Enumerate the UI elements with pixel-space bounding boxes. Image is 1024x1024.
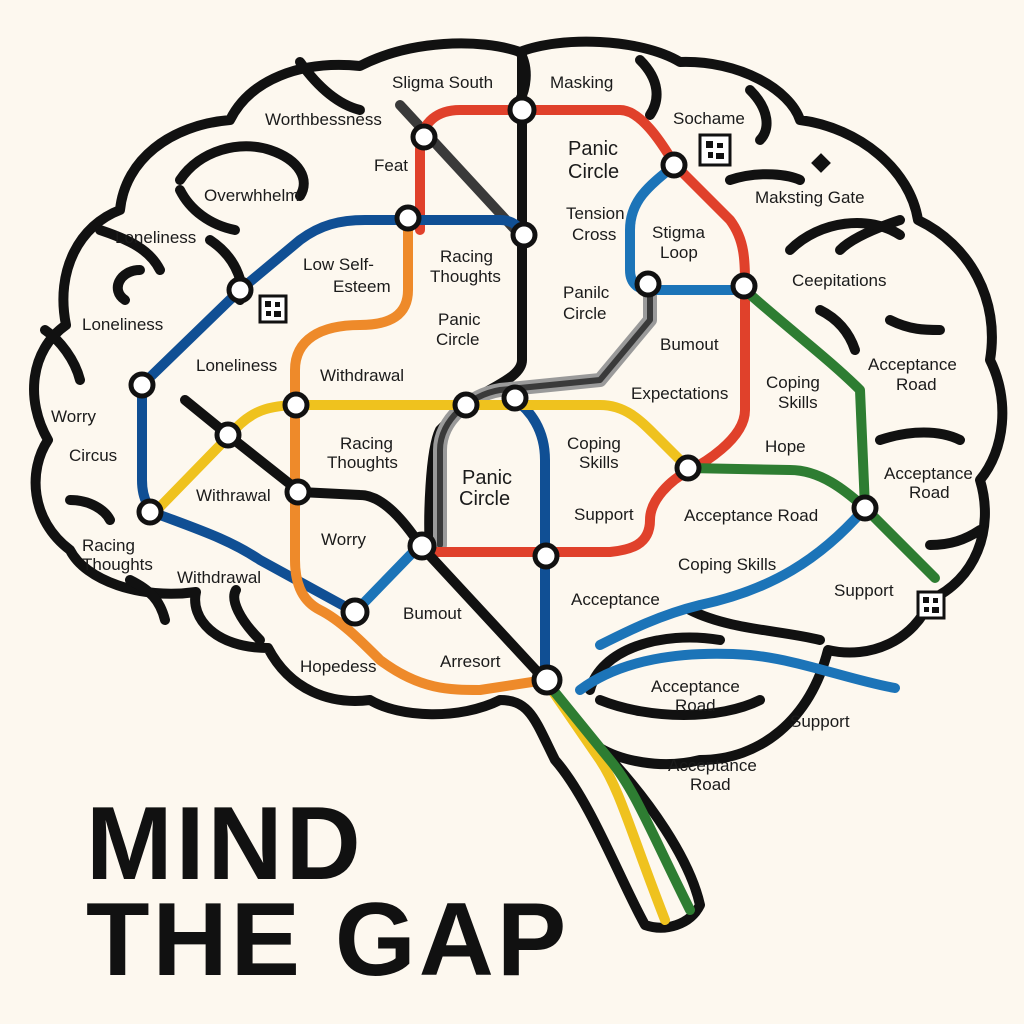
label-stigma-loop-1: Stigma xyxy=(652,223,705,242)
label-sochame: Sochame xyxy=(673,109,745,128)
station xyxy=(674,454,702,482)
label-acceptance-road-4-1: Acceptance xyxy=(651,677,740,696)
label-stigma-loop-2: Loop xyxy=(660,243,698,262)
label-support-1: Support xyxy=(574,505,634,524)
station xyxy=(340,597,370,627)
title-line-2: THE GAP xyxy=(86,882,570,998)
label-panic-circle-center-2: Circle xyxy=(459,488,510,510)
label-loneliness-2: Loneliness xyxy=(82,315,163,334)
label-coping-skills-right-1: Coping xyxy=(766,373,820,392)
station xyxy=(282,391,310,419)
line-lightblue xyxy=(350,503,900,695)
label-coping-skills-center-1: Coping xyxy=(567,434,621,453)
label-masking: Masking xyxy=(550,73,613,92)
station xyxy=(284,478,312,506)
label-low-self-esteem-1: Low Self- xyxy=(303,255,374,274)
label-acceptance-road-5-2: Road xyxy=(690,775,731,794)
label-acceptance-road-1-2: Road xyxy=(896,375,937,394)
label-support-2: Support xyxy=(834,581,894,600)
label-panilc-circle-2: Circle xyxy=(563,304,606,323)
label-racing-thoughts-mid-1: Racing xyxy=(340,434,393,453)
label-acceptance-road-4-2: Road xyxy=(675,696,716,715)
station xyxy=(410,123,438,151)
label-worthbessness: Worthbessness xyxy=(265,110,382,129)
label-maksting-gate: Maksting Gate xyxy=(755,188,865,207)
label-tension-cross-2: Cross xyxy=(572,225,616,244)
station xyxy=(394,204,422,232)
label-panic-circle-center-1: Panic xyxy=(462,467,512,489)
label-ceepitations: Ceepitations xyxy=(792,271,887,290)
label-withdrawal-1: Withdrawal xyxy=(320,366,404,385)
label-tension-cross-1: Tension xyxy=(566,204,625,223)
label-panic-circle-top-2: Circle xyxy=(568,161,619,183)
label-panic-circle-mid-2: Circle xyxy=(436,330,479,349)
label-loneliness-3: Loneliness xyxy=(196,356,277,375)
label-acceptance-road-5-1: Acceptance xyxy=(668,756,757,775)
label-acceptance-road-2-2: Road xyxy=(909,483,950,502)
label-coping-skills-right-2: Skills xyxy=(778,393,818,412)
diamond-marker-icon xyxy=(811,153,831,173)
label-panic-circle-mid-1: Panic xyxy=(438,310,481,329)
label-acceptance-road-3: Acceptance Road xyxy=(684,506,818,525)
label-hopedess: Hopedess xyxy=(300,657,377,676)
station xyxy=(407,531,437,561)
qr-icon xyxy=(916,590,946,620)
brain-outline xyxy=(29,36,1008,933)
label-acceptance-road-2-1: Acceptance xyxy=(884,464,973,483)
station xyxy=(851,494,879,522)
station xyxy=(730,272,758,300)
station xyxy=(136,498,164,526)
label-acceptance: Acceptance xyxy=(571,590,660,609)
label-panilc-circle-1: Panilc xyxy=(563,283,610,302)
stations xyxy=(128,95,879,696)
title-line-1: MIND xyxy=(86,786,364,902)
label-racing-thoughts-bottom-2: Thoughts xyxy=(82,555,153,574)
label-racing-thoughts-mid-2: Thoughts xyxy=(327,453,398,472)
qr-icon xyxy=(258,294,288,324)
label-racing-thoughts-top-2: Thoughts xyxy=(430,267,501,286)
label-expectations: Expectations xyxy=(631,384,728,403)
label-racing-thoughts-top-1: Racing xyxy=(440,247,493,266)
station xyxy=(452,391,480,419)
label-overwhhelm: Overwhhelm xyxy=(204,186,299,205)
station xyxy=(660,151,688,179)
label-coping-skills-center-2: Skills xyxy=(579,453,619,472)
line-orange xyxy=(290,213,550,695)
station xyxy=(214,421,242,449)
station xyxy=(510,221,538,249)
label-bumout-2: Bumout xyxy=(403,604,462,623)
station-labels: Sligma South Masking Worthbessness Socha… xyxy=(51,73,973,794)
station xyxy=(507,95,537,125)
label-bumout-1: Bumout xyxy=(660,335,719,354)
label-low-self-esteem-2: Esteem xyxy=(333,277,391,296)
qr-icon-group xyxy=(258,133,946,620)
label-coping-skills-bottom: Coping Skills xyxy=(678,555,776,574)
station xyxy=(532,542,560,570)
station xyxy=(226,276,254,304)
station xyxy=(531,664,563,696)
label-circus: Circus xyxy=(69,446,117,465)
label-withdrawal-2: Withdrawal xyxy=(177,568,261,587)
label-withrawal: Withrawal xyxy=(196,486,271,505)
label-panic-circle-top-1: Panic xyxy=(568,138,618,160)
station xyxy=(634,270,662,298)
label-arresort: Arresort xyxy=(440,652,501,671)
station xyxy=(501,384,529,412)
label-acceptance-road-1-1: Acceptance xyxy=(868,355,957,374)
label-racing-thoughts-bottom-1: Racing xyxy=(82,536,135,555)
brain-folds xyxy=(40,47,985,720)
qr-icon xyxy=(698,133,732,167)
label-worry-center: Worry xyxy=(321,530,367,549)
station xyxy=(128,371,156,399)
label-stigma-south: Sligma South xyxy=(392,73,493,92)
label-hope: Hope xyxy=(765,437,806,456)
label-worry-left: Worry xyxy=(51,407,97,426)
label-feat: Feat xyxy=(374,156,408,175)
label-loneliness-1: Loneliness xyxy=(115,228,196,247)
label-support-3: Support xyxy=(790,712,850,731)
